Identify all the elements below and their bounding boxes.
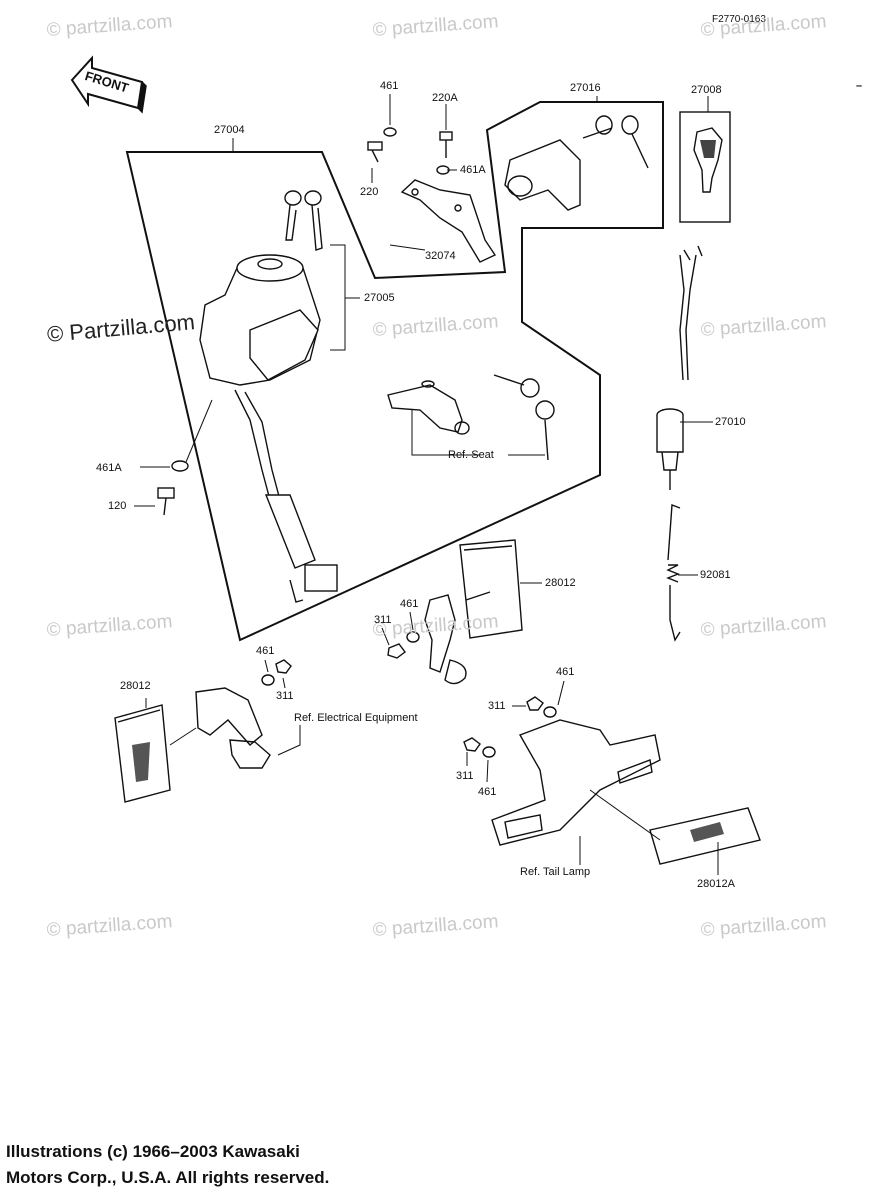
part-label-461-mid[interactable]: 461	[400, 598, 419, 610]
bolt-220	[367, 141, 383, 163]
bracket-tail	[491, 719, 661, 846]
part-label-27016[interactable]: 27016	[570, 82, 601, 94]
seat-lock	[387, 374, 555, 461]
diagram-code: F2770-0163	[712, 14, 766, 25]
part-label-92081[interactable]: 92081	[700, 569, 731, 581]
nut-311-lower	[463, 737, 481, 752]
front-arrow-icon	[70, 55, 147, 114]
part-label-311-mid[interactable]: 311	[374, 614, 392, 626]
part-label-220A[interactable]: 220A	[432, 92, 458, 104]
part-label-461-tail[interactable]: 461	[556, 666, 575, 678]
washer-461-mid	[406, 631, 420, 643]
ref-tail-lamp-label: Ref. Tail Lamp	[520, 866, 591, 878]
nut-461-left	[275, 659, 292, 674]
part-label-311-tail[interactable]: 311	[488, 700, 506, 712]
switch-27010	[656, 245, 703, 490]
edge-mark: –	[856, 80, 863, 92]
reflector-28012A	[649, 807, 761, 865]
ignition-switch-27005	[199, 254, 338, 603]
washer-461-tail	[543, 706, 557, 718]
nut-311-tail	[526, 696, 544, 711]
bracket-left	[195, 687, 271, 769]
part-label-311-left[interactable]: 311	[276, 690, 294, 702]
part-label-461A-top[interactable]: 461A	[460, 164, 486, 176]
nut-311-mid	[387, 643, 406, 659]
part-label-27010[interactable]: 27010	[715, 416, 746, 428]
bracket-32074	[400, 179, 497, 263]
part-label-27004[interactable]: 27004	[214, 124, 245, 136]
key-card-27008	[679, 111, 731, 223]
part-label-27005[interactable]: 27005	[364, 292, 395, 304]
part-label-461-lower[interactable]: 461	[478, 786, 497, 798]
leader-lines	[134, 94, 719, 875]
part-label-311-lower[interactable]: 311	[456, 770, 474, 782]
copyright-line-2: Motors Corp., U.S.A. All rights reserved…	[6, 1168, 330, 1187]
lock-assembly-27016	[504, 115, 649, 211]
part-label-28012A[interactable]: 28012A	[697, 878, 735, 890]
washer-311-left	[261, 674, 275, 686]
washer-461-top	[383, 127, 397, 137]
copyright-line-1: Illustrations (c) 1966–2003 Kawasaki	[6, 1142, 300, 1161]
part-label-27008[interactable]: 27008	[691, 84, 722, 96]
bolt-120	[157, 487, 175, 516]
ref-seat-label: Ref. Seat	[448, 449, 494, 461]
ref-electrical-label: Ref. Electrical Equipment	[294, 712, 418, 724]
part-label-120[interactable]: 120	[108, 500, 127, 512]
part-label-28012-right[interactable]: 28012	[545, 577, 576, 589]
reflector-28012-right	[459, 539, 523, 639]
part-label-461-left[interactable]: 461	[256, 645, 275, 657]
washer-461-lower	[482, 746, 496, 758]
outline-27004	[125, 101, 664, 642]
part-label-32074[interactable]: 32074	[425, 250, 456, 262]
part-label-28012-left[interactable]: 28012	[120, 680, 151, 692]
bolt-220A	[439, 131, 453, 158]
part-label-220[interactable]: 220	[360, 186, 379, 198]
keys-27005	[284, 190, 323, 251]
part-label-461A-left[interactable]: 461A	[96, 462, 122, 474]
washer-461A-left	[171, 460, 189, 472]
reflector-28012-left	[114, 704, 171, 803]
bracket-mid	[424, 591, 491, 685]
spring-92081	[666, 504, 681, 642]
part-label-461-top[interactable]: 461	[380, 80, 399, 92]
